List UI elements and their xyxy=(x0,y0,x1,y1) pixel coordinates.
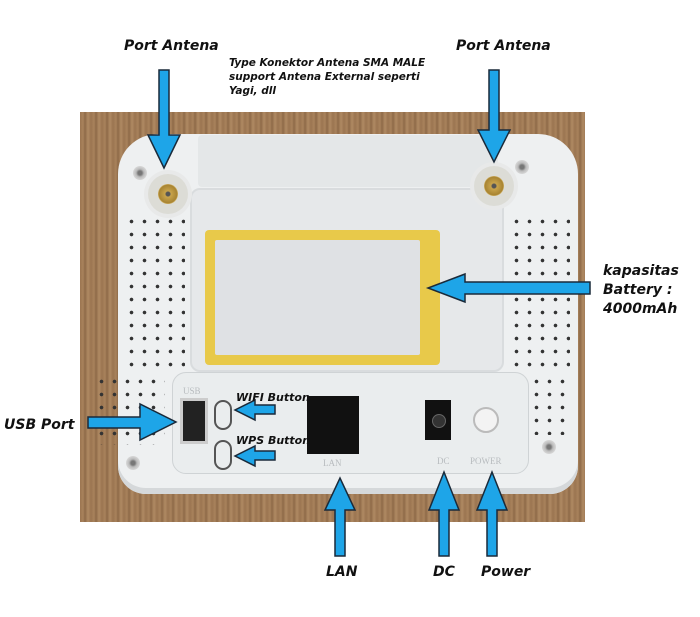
label-port-antena-right: Port Antena xyxy=(456,38,551,54)
label-port-antena-left: Port Antena xyxy=(124,38,219,54)
battery-label-line-2: Battery : xyxy=(603,282,673,298)
lan-imprint: LAN xyxy=(323,458,342,468)
label-power: Power xyxy=(481,564,531,580)
power-imprint: POWER xyxy=(470,456,502,466)
arrow-antenna-right xyxy=(476,69,512,164)
antenna-port-right xyxy=(474,166,514,206)
screw-icon xyxy=(133,166,147,180)
arrow-battery xyxy=(425,272,591,304)
dc-imprint: DC xyxy=(437,456,450,466)
connector-note-line-2: support Antena External seperti xyxy=(229,71,420,83)
battery-label-sticker xyxy=(215,240,420,355)
screw-icon xyxy=(126,456,140,470)
connector-note-line-1: Type Konektor Antena SMA MALE xyxy=(229,57,426,69)
label-lan: LAN xyxy=(326,564,358,580)
usb-port xyxy=(180,398,208,444)
arrow-lan xyxy=(323,476,357,557)
vent-holes-right xyxy=(510,215,570,375)
power-button xyxy=(473,407,499,433)
arrow-usb xyxy=(87,402,178,442)
label-wps-button: WPS Button xyxy=(236,434,311,447)
usb-imprint: USB xyxy=(183,386,201,396)
router-top-panel xyxy=(198,135,498,187)
antenna-port-left xyxy=(148,174,188,214)
wps-button-slot xyxy=(214,440,232,470)
vent-holes-left xyxy=(125,215,185,375)
arrow-wifi xyxy=(233,398,276,422)
label-usb-port: USB Port xyxy=(4,417,75,433)
lan-port xyxy=(307,396,359,454)
battery-label-line-1: kapasitas xyxy=(603,263,679,279)
battery-label-line-3: 4000mAh xyxy=(603,301,678,317)
arrow-wps xyxy=(233,444,276,468)
arrow-power xyxy=(475,469,509,557)
label-dc: DC xyxy=(433,564,455,580)
screw-icon xyxy=(515,160,529,174)
label-wifi-button: WIFI Button xyxy=(236,391,310,404)
arrow-dc xyxy=(427,469,461,557)
wifi-button-slot xyxy=(214,400,232,430)
dc-jack xyxy=(425,400,451,440)
vent-holes-bottom-right xyxy=(530,375,570,435)
arrow-antenna-left xyxy=(146,69,182,170)
screw-icon xyxy=(542,440,556,454)
connector-note-line-3: Yagi, dll xyxy=(229,85,276,97)
